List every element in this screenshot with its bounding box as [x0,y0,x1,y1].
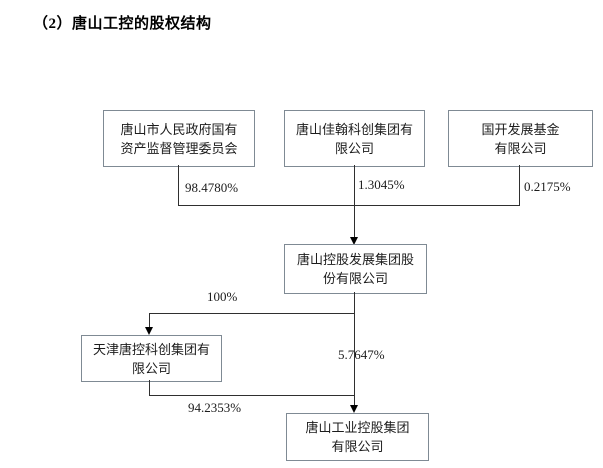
node-label-line: 份有限公司 [322,271,388,286]
node-label-line: 唐山市人民政府国有 [120,121,238,137]
arrowhead-into-industrial [350,405,358,413]
node-tangshan-holding-group: 唐山控股发展集团股 份有限公司 [284,244,427,294]
node-label-line: 国开发展基金 [481,121,560,137]
node-cdb-development-fund: 国开发展基金 有限公司 [448,110,593,167]
connector-bottom-bus [149,395,355,396]
ownership-label-via-tianjin: 94.2353% [188,400,242,415]
section-title: （2）唐山工控的股权结构 [33,16,212,32]
node-label-line: 有限公司 [494,140,547,156]
node-label-line: 资产监督管理委员会 [120,140,238,156]
node-label-line: 唐山控股发展集团股 [296,252,414,267]
node-label-line: 唐山佳翰科创集团有 [295,121,413,137]
arrowhead-into-holding [350,237,358,245]
connector-branch-to-tianjin [149,313,355,314]
connector-tianjin-drop [149,313,150,328]
ownership-label-direct: 5.7647% [338,347,385,362]
ownership-label-cdb: 0.2175% [524,179,571,194]
node-jiahan-group: 唐山佳翰科创集团有 限公司 [284,110,425,167]
node-tangshan-industrial-holding: 唐山工业控股集团 有限公司 [286,413,429,461]
ownership-label-tianjin: 100% [207,289,238,304]
ownership-label-jiahan: 1.3045% [358,177,405,192]
node-label-line: 唐山工业控股集团 [305,420,410,435]
connector-tianjin-stub [149,380,150,395]
node-tianjin-tangkong: 天津唐控科创集团有 限公司 [81,335,222,382]
arrowhead-into-tianjin [145,327,153,335]
connector-top-bus [178,205,520,206]
connector-holding-to-industrial [354,292,355,405]
connector-jiahan-to-holding [354,165,355,237]
node-label-line: 限公司 [131,360,171,376]
node-label-line: 天津唐控科创集团有 [92,341,210,357]
ownership-label-sasac: 98.4780% [185,180,239,195]
connector-cdb-stub [519,165,520,205]
node-label-line: 限公司 [334,140,374,156]
connector-sasac-stub [178,165,179,205]
node-label-line: 有限公司 [331,439,384,454]
node-tangshan-sasac: 唐山市人民政府国有 资产监督管理委员会 [103,110,255,167]
